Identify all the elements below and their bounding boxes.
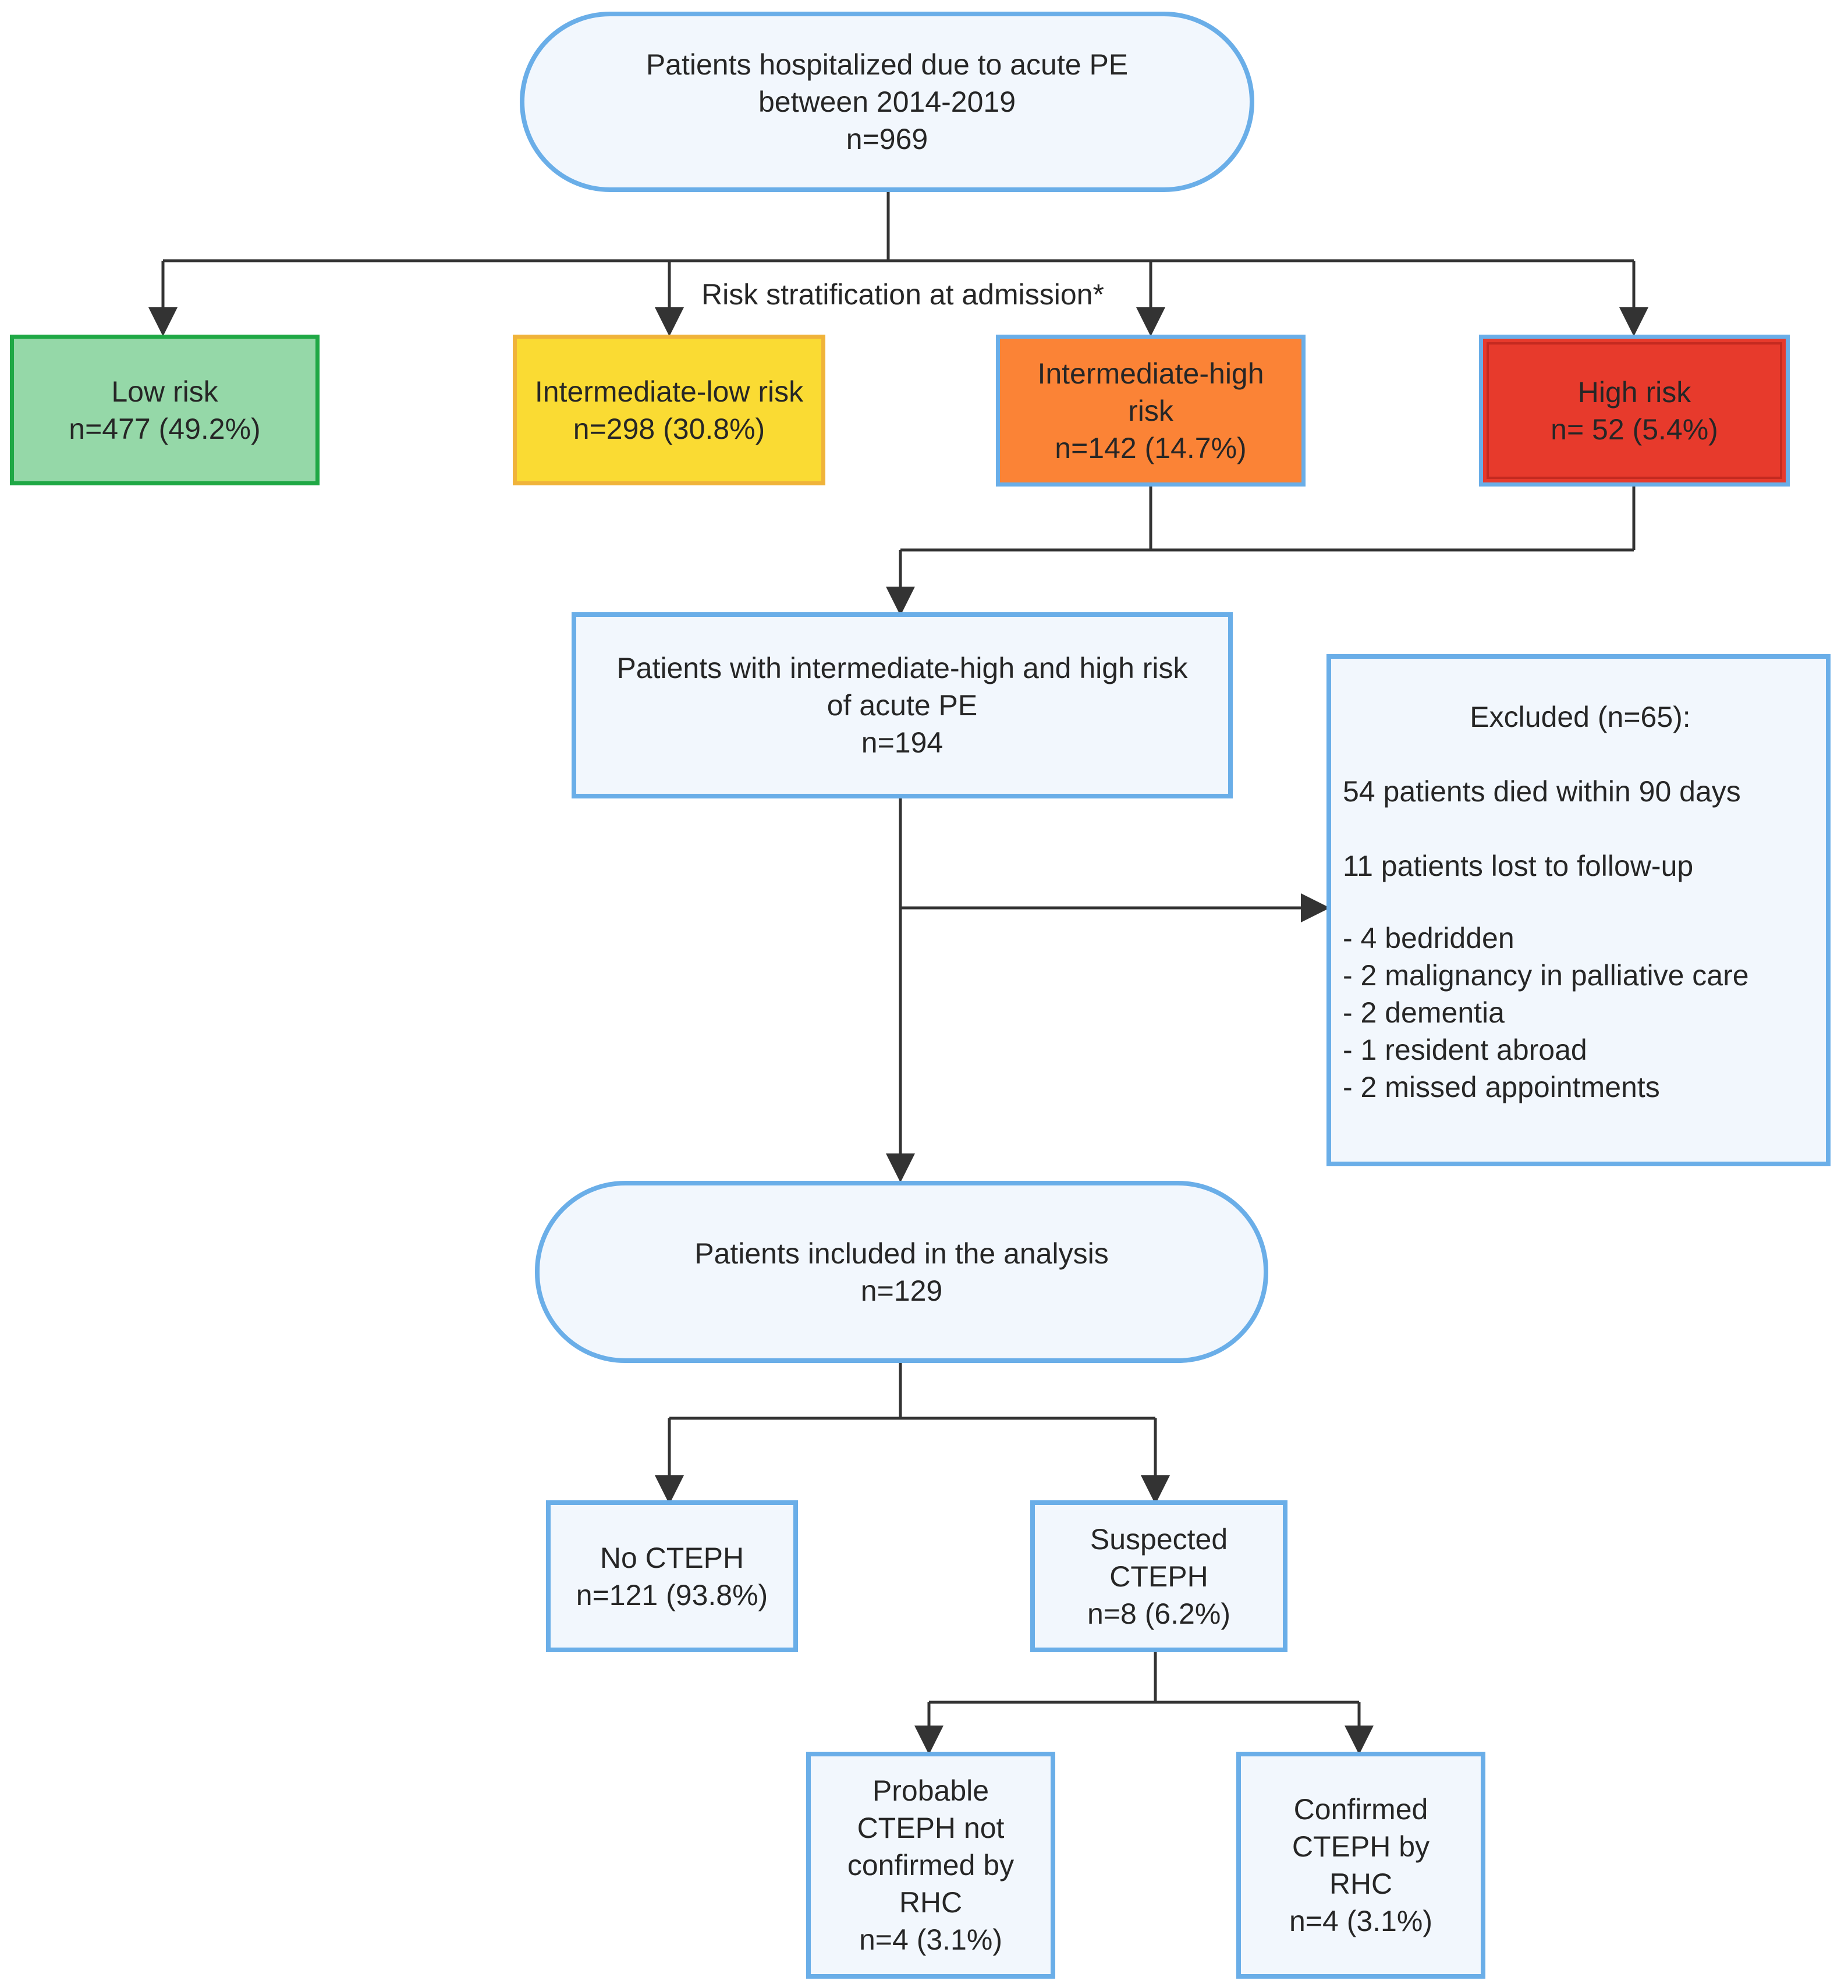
- low-risk-label: Low risk: [111, 375, 218, 408]
- included-count: n=129: [860, 1274, 943, 1307]
- low-risk-node: Low risk n=477 (49.2%): [10, 335, 320, 485]
- excluded-reason: - 2 malignancy in palliative care: [1343, 959, 1749, 992]
- excluded-reason: - 2 dementia: [1343, 996, 1505, 1029]
- low-risk-count: n=477 (49.2%): [69, 412, 261, 445]
- no-cteph-node: No CTEPH n=121 (93.8%): [546, 1500, 798, 1652]
- combined-risk-line2: of acute PE: [827, 689, 978, 722]
- excluded-reason: - 2 missed appointments: [1343, 1071, 1660, 1103]
- probable-cteph-line4: RHC: [899, 1886, 963, 1919]
- combined-risk-line1: Patients with intermediate-high and high…: [616, 652, 1188, 684]
- excluded-title: Excluded (n=65):: [1470, 701, 1691, 733]
- risk-stratification-label: Risk stratification at admission*: [696, 276, 1110, 313]
- excluded-node: Excluded (n=65): 54 patients died within…: [1326, 654, 1831, 1166]
- confirmed-cteph-count: n=4 (3.1%): [1289, 1905, 1432, 1937]
- intermediate-high-risk-line2: risk: [1128, 394, 1173, 427]
- suspected-cteph-node: Suspected CTEPH n=8 (6.2%): [1030, 1500, 1287, 1652]
- excluded-lost-to-follow-up: 11 patients lost to follow-up: [1343, 850, 1694, 882]
- confirmed-cteph-line3: RHC: [1329, 1868, 1393, 1900]
- excluded-reason: - 4 bedridden: [1343, 922, 1514, 954]
- included-node: Patients included in the analysis n=129: [535, 1181, 1268, 1363]
- confirmed-cteph-line2: CTEPH by: [1292, 1830, 1430, 1863]
- probable-cteph-node: Probable CTEPH not confirmed by RHC n=4 …: [806, 1752, 1055, 1979]
- probable-cteph-count: n=4 (3.1%): [859, 1923, 1002, 1956]
- suspected-cteph-line2: CTEPH: [1109, 1560, 1208, 1593]
- intermediate-high-risk-count: n=142 (14.7%): [1055, 431, 1247, 464]
- high-risk-node: High risk n= 52 (5.4%): [1479, 335, 1790, 487]
- high-risk-label: High risk: [1577, 375, 1691, 409]
- intermediate-high-risk-line1: Intermediate-high: [1037, 357, 1264, 390]
- confirmed-cteph-node: Confirmed CTEPH by RHC n=4 (3.1%): [1236, 1752, 1485, 1979]
- no-cteph-count: n=121 (93.8%): [576, 1578, 768, 1611]
- start-node-line1: Patients hospitalized due to acute PE: [645, 48, 1129, 81]
- combined-risk-count: n=194: [861, 726, 943, 759]
- suspected-cteph-line1: Suspected: [1090, 1522, 1228, 1556]
- start-node-count: n=969: [846, 123, 928, 155]
- excluded-reason: - 1 resident abroad: [1343, 1034, 1587, 1066]
- start-node-hospitalized-patients: Patients hospitalized due to acute PE be…: [520, 12, 1254, 192]
- intermediate-low-risk-node: Intermediate-low risk n=298 (30.8%): [513, 335, 825, 485]
- confirmed-cteph-line1: Confirmed: [1293, 1793, 1428, 1826]
- included-label: Patients included in the analysis: [694, 1237, 1109, 1270]
- probable-cteph-line3: confirmed by: [847, 1849, 1015, 1882]
- intermediate-low-risk-count: n=298 (30.8%): [573, 412, 765, 445]
- high-risk-count: n= 52 (5.4%): [1551, 413, 1718, 446]
- excluded-died: 54 patients died within 90 days: [1343, 775, 1741, 808]
- intermediate-low-risk-label: Intermediate-low risk: [534, 375, 804, 408]
- intermediate-high-risk-node: Intermediate-high risk n=142 (14.7%): [996, 335, 1306, 487]
- suspected-cteph-count: n=8 (6.2%): [1087, 1597, 1230, 1630]
- start-node-line2: between 2014-2019: [758, 86, 1016, 118]
- no-cteph-label: No CTEPH: [600, 1541, 744, 1574]
- combined-risk-node: Patients with intermediate-high and high…: [572, 612, 1233, 798]
- probable-cteph-line2: CTEPH not: [857, 1812, 1005, 1844]
- probable-cteph-line1: Probable: [872, 1774, 989, 1807]
